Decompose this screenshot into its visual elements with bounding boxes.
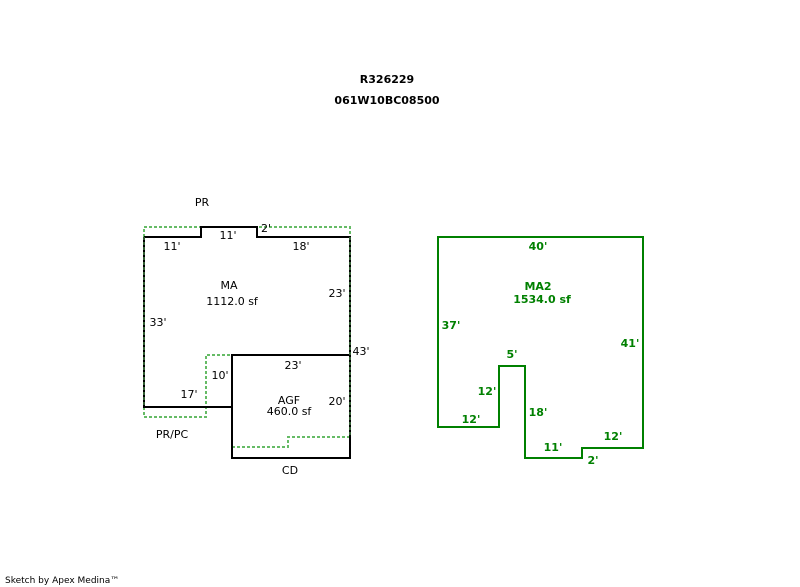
dim: 40' xyxy=(529,240,548,253)
dim: 5' xyxy=(506,348,517,361)
sketch1-outline xyxy=(143,226,351,459)
dim: 2' xyxy=(261,222,271,235)
agf-area: 460.0 sf xyxy=(267,405,313,418)
dim: 11' xyxy=(219,229,236,242)
footer-credit: Sketch by Apex Medina™ xyxy=(5,576,119,586)
dim: 2' xyxy=(587,454,598,467)
ma2-outline xyxy=(437,236,644,459)
label-cd: CD xyxy=(282,464,298,477)
dim: 17' xyxy=(180,388,197,401)
cd-area xyxy=(232,436,350,448)
dim: 12' xyxy=(604,430,623,443)
pr-area xyxy=(143,226,351,237)
dim: 20' xyxy=(328,395,345,408)
dim: 18' xyxy=(292,240,309,253)
ma2-name: MA2 xyxy=(524,280,551,293)
pr-pc-area xyxy=(143,354,232,418)
dim: 37' xyxy=(442,319,461,332)
dim: 12' xyxy=(478,385,497,398)
dim: 11' xyxy=(544,441,563,454)
dim: 12' xyxy=(462,413,481,426)
label-pr: PR xyxy=(195,196,210,209)
dim: 10' xyxy=(211,369,228,382)
dim: 41' xyxy=(621,337,640,350)
ma2-area: 1534.0 sf xyxy=(513,293,571,306)
dashed-areas xyxy=(143,226,351,448)
ma-area: 1112.0 sf xyxy=(206,295,259,308)
ma-outline xyxy=(144,226,351,459)
map-number: 061W10BC08500 xyxy=(334,94,439,107)
dim: 43' xyxy=(352,345,369,358)
dim: 33' xyxy=(149,316,166,329)
dim: 23' xyxy=(284,359,301,372)
ma-name: MA xyxy=(220,279,237,292)
dim: 23' xyxy=(328,287,345,300)
agf-name: AGF xyxy=(278,394,300,407)
account-number: R326229 xyxy=(360,73,414,86)
dim: 11' xyxy=(163,240,180,253)
dim: 18' xyxy=(529,406,548,419)
label-pr-pc: PR/PC xyxy=(156,428,189,441)
